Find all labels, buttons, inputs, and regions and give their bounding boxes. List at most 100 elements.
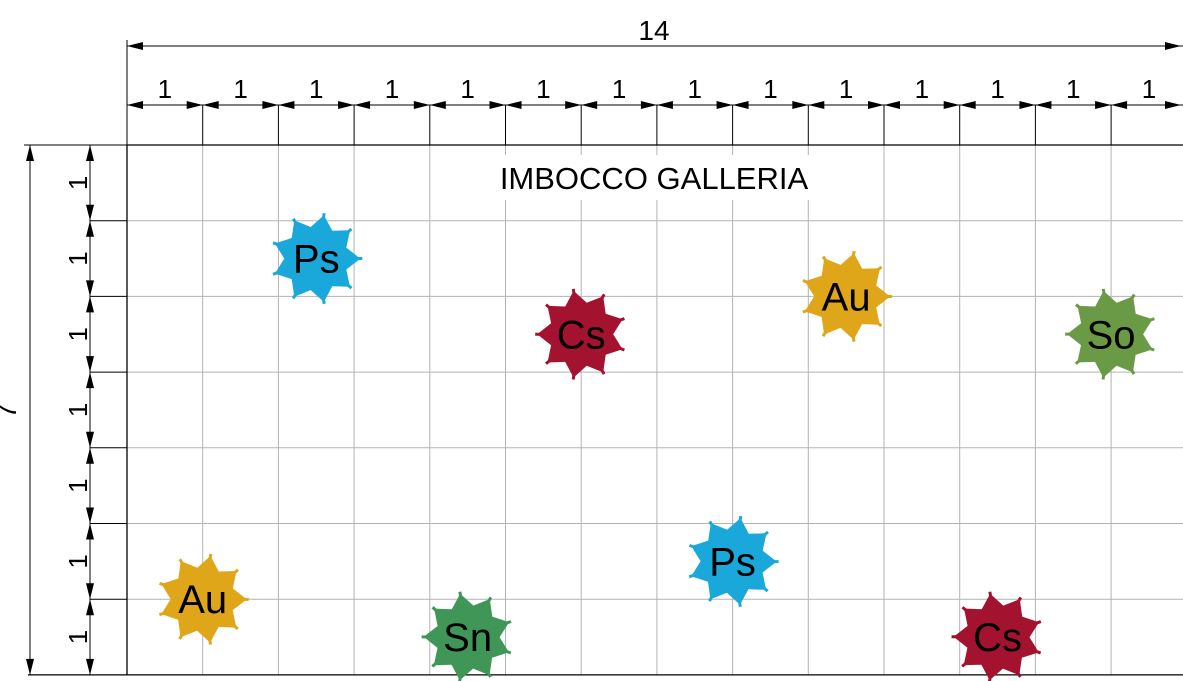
dimension-arrow [581,101,598,109]
shrub-frond [1014,620,1042,633]
dimension-arrow [86,356,94,373]
unit-width-label: 1 [612,74,626,104]
shrub-frond [317,276,326,305]
shrub-frond [1074,344,1099,365]
dimension-arrow [86,447,94,464]
dimension-arrow [338,101,355,109]
shrub-foliage [537,290,623,378]
shrub-foliage [953,593,1039,681]
shrub-frond [291,273,309,300]
dimension-arrow [86,431,94,448]
dimension-arrow [489,101,506,109]
dimension-arrow [86,280,94,297]
dimension-arrow [127,42,143,50]
shrub-frond [1127,339,1155,352]
shrub-frond [458,591,467,620]
plant-code-label: Cs [973,616,1022,660]
shrub-frond [961,606,985,627]
unit-height-label: 1 [63,630,93,644]
shrub-frond [708,520,725,547]
unit-width-label: 1 [460,74,474,104]
shrub-frond [734,515,743,544]
dimension-arrow [127,101,143,109]
shrub-frond [847,250,856,279]
dimension-arrow [202,101,219,109]
shrub-frond [987,654,996,681]
dimension-arrow [86,145,94,161]
shrub-foliage [161,555,247,643]
total-height-dimension: 7 [0,403,22,419]
dimension-arrow [505,101,522,109]
dimension-arrow [354,101,371,109]
shrub-frond [215,568,240,589]
shrub-frond [204,553,213,582]
plant-code-label: Au [178,578,227,622]
shrub-foliage [423,593,510,681]
shrub-foliage [804,253,891,340]
dimension-arrow [565,101,582,109]
dimension-arrow [640,101,657,109]
shrub-frond [544,344,569,365]
dimension-arrow [884,101,900,109]
shrub-frond [708,576,725,602]
shrub-frond [802,279,830,292]
shrub-frond [484,620,512,633]
shrub-frond [1005,596,1023,623]
shrub-frond [1101,351,1110,380]
plant-code-label: Ps [293,238,340,282]
dimension-arrow [1165,101,1181,109]
dimension-arrow [262,101,279,109]
unit-width-label: 1 [763,74,777,104]
dimension-arrow [1111,101,1128,109]
unit-height-label: 1 [63,327,93,341]
dimension-arrow [86,296,94,313]
shrub-frond [821,255,839,282]
shrub-frond [431,647,455,668]
plant-code-label: Cs [557,313,606,357]
unit-height-label: 1 [63,554,93,568]
dimension-arrow [868,101,884,109]
dimension-arrow [732,101,749,109]
dimension-arrow [86,583,94,600]
shrub-frond [178,558,196,585]
shrub-frond [571,351,580,380]
shrub-frond [588,293,606,320]
shrub-frond [458,654,466,681]
shrub-frond [961,647,985,668]
unit-height-label: 1 [63,403,93,417]
shrub-frond [158,603,187,617]
shrub-frond [475,651,492,678]
shrub-frond [272,241,300,254]
plant-code-label: So [1087,313,1136,357]
shrub-frond [545,303,569,324]
dimension-arrow [1165,42,1181,50]
unit-width-label: 1 [158,74,172,104]
dimension-arrow [86,204,94,221]
shrub-frond [1101,288,1110,317]
shrub-frond [1074,303,1099,324]
dimension-arrow [26,658,34,675]
shrub-frond [1005,651,1022,678]
plant-symbol: So [1065,288,1155,380]
dimension-arrow [1019,101,1036,109]
title-label: IMBOCCO GALLERIA [480,155,828,200]
dimension-arrow [26,145,34,161]
dimension-arrow [278,101,295,109]
plant-symbol: Au [158,553,249,645]
plant-symbol: Ps [272,212,363,305]
shrub-frond [272,263,300,276]
shrub-frond [688,565,717,579]
shrub-frond [291,217,309,244]
shrub-frond [159,581,187,595]
unit-width-label: 1 [915,74,929,104]
shrub-frond [745,530,769,552]
shrub-frond [329,268,353,290]
shrub-frond [597,339,625,352]
plant-symbol: Ps [688,515,779,607]
shrub-frond [431,606,455,627]
dimension-arrow [656,101,673,109]
dimension-arrow [808,101,825,109]
